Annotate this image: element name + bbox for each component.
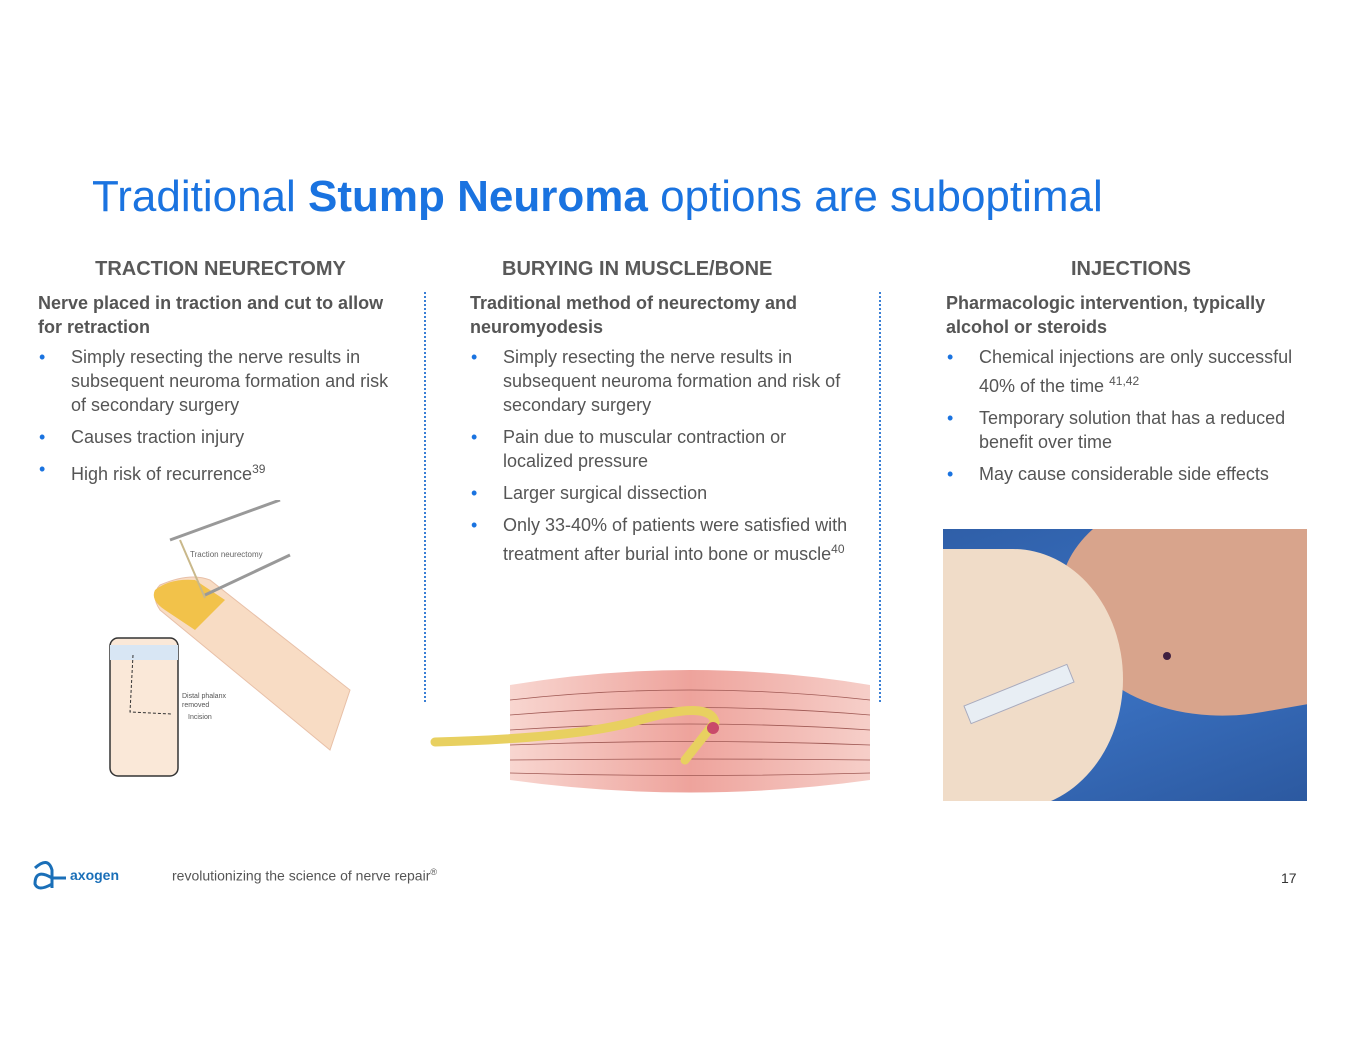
bullet: Simply resecting the nerve results in su… xyxy=(470,345,855,417)
bullet: Temporary solution that has a reduced be… xyxy=(946,406,1316,454)
nerve-in-muscle-illustration xyxy=(430,670,871,793)
bullet: Only 33-40% of patients were satisfied w… xyxy=(470,513,855,566)
bullet: High risk of recurrence39 xyxy=(38,457,403,486)
title-bold: Stump Neuroma xyxy=(308,172,648,221)
reference: 39 xyxy=(252,462,266,476)
traction-neurectomy-illustration: Traction neurectomy Distal phalanx remov… xyxy=(109,500,351,777)
column-injections: INJECTIONS Pharmacologic intervention, t… xyxy=(946,258,1316,494)
page-number: 17 xyxy=(1281,870,1297,886)
injection-photo xyxy=(943,529,1307,801)
column-heading: TRACTION NEURECTOMY xyxy=(95,258,346,280)
svg-text:removed: removed xyxy=(182,702,209,709)
column-traction-neurectomy: TRACTION NEURECTOMY Nerve placed in trac… xyxy=(38,258,403,494)
bullet: Larger surgical dissection xyxy=(470,481,855,505)
svg-text:Incision: Incision xyxy=(188,714,212,721)
column-lead: Nerve placed in traction and cut to allo… xyxy=(38,293,384,337)
svg-text:Distal phalanx: Distal phalanx xyxy=(182,693,226,700)
column-heading: INJECTIONS xyxy=(1070,258,1192,280)
column-lead: Pharmacologic intervention, typically al… xyxy=(946,293,1266,337)
title-pre: Traditional xyxy=(92,172,309,221)
title-post: options are suboptimal xyxy=(647,172,1103,221)
axogen-logo-icon xyxy=(33,861,66,890)
reference: 41,42 xyxy=(1109,374,1140,388)
divider xyxy=(879,292,881,702)
bullet: Pain due to muscular contraction or loca… xyxy=(470,425,855,473)
divider xyxy=(424,292,426,702)
axogen-logo: axogen xyxy=(30,858,119,892)
reference: 40 xyxy=(831,542,845,556)
column-lead: Traditional method of neurectomy and neu… xyxy=(470,293,798,337)
page-title: Traditional Stump Neuroma options are su… xyxy=(92,172,1103,222)
bullet: Causes traction injury xyxy=(38,425,403,449)
bullet: May cause considerable side effects xyxy=(946,462,1316,486)
tagline: revolutionizing the science of nerve rep… xyxy=(172,867,438,884)
column-heading: BURYING IN MUSCLE/BONE xyxy=(502,258,773,280)
logo-text: axogen xyxy=(70,867,120,883)
bullet: Simply resecting the nerve results in su… xyxy=(38,345,403,417)
column-burying: BURYING IN MUSCLE/BONE Traditional metho… xyxy=(470,258,855,574)
svg-text:Traction neurectomy: Traction neurectomy xyxy=(190,550,263,559)
bullet: Chemical injections are only successful … xyxy=(946,345,1316,398)
